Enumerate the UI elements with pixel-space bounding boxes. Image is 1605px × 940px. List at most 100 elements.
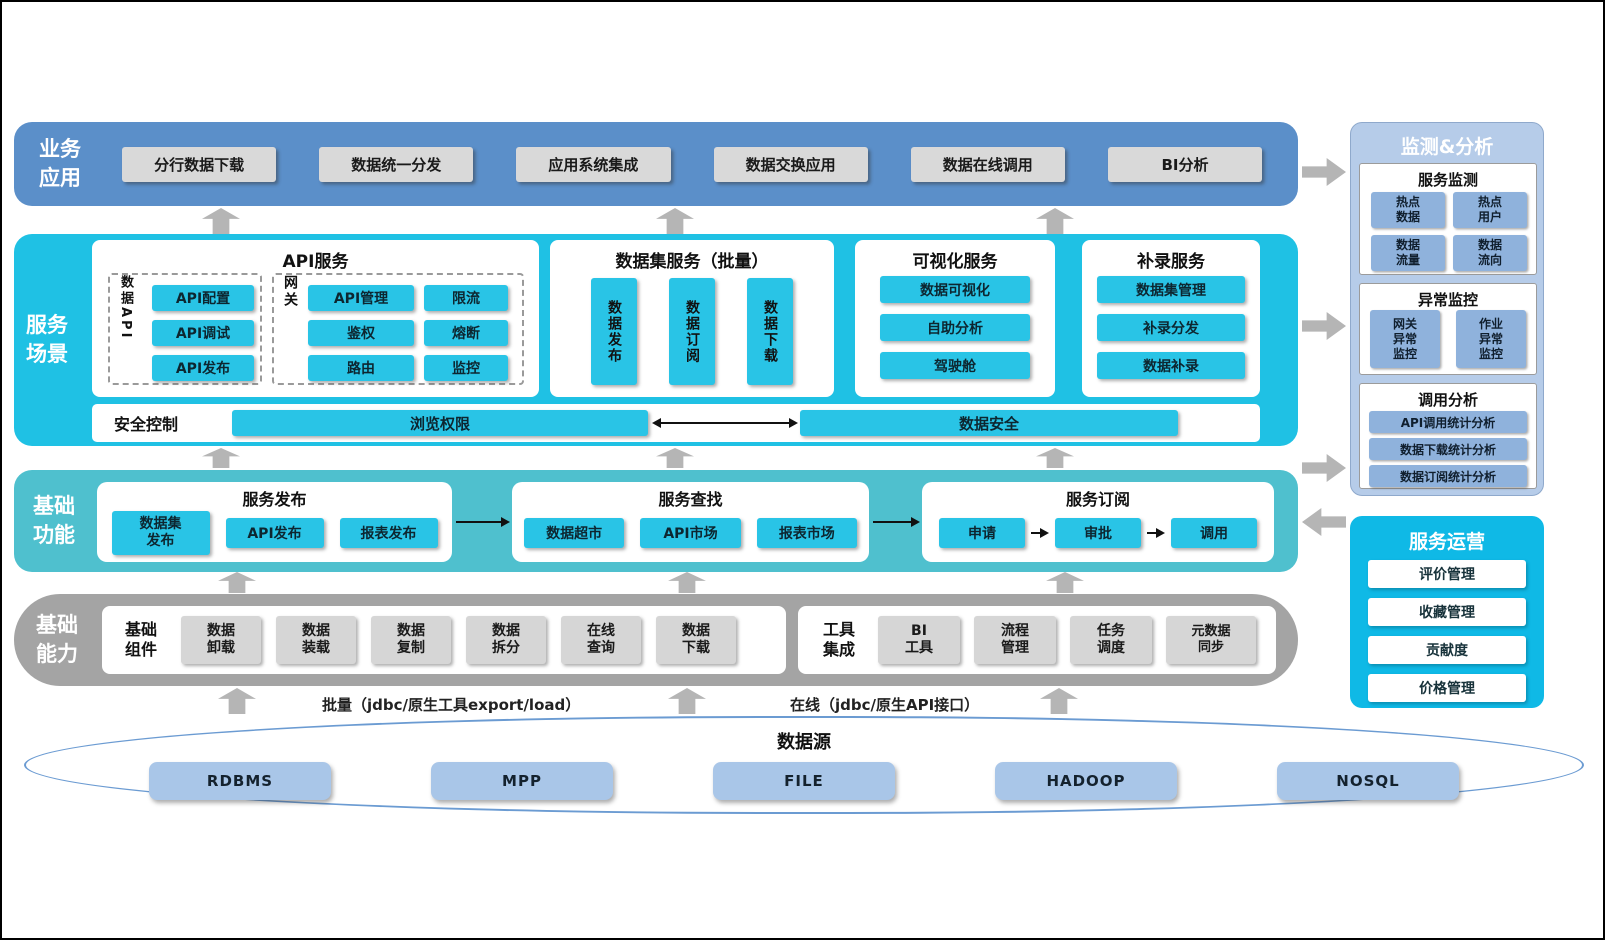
flow-arrow-publish-find xyxy=(456,516,510,528)
operation-panel: 服务运营 评价管理 收藏管理 贡献度 价格管理 xyxy=(1350,516,1544,708)
dataset-service-card: 数据集服务（批量） 数据发布 数据订阅 数据下载 xyxy=(550,240,834,397)
btn-app-system-integration[interactable]: 应用系统集成 xyxy=(516,147,671,182)
btn-data-load[interactable]: 数据 装载 xyxy=(276,616,356,664)
btn-evaluation-manage[interactable]: 评价管理 xyxy=(1368,560,1526,588)
btn-data-security[interactable]: 数据安全 xyxy=(800,410,1178,436)
btn-download-stats[interactable]: 数据下载统计分析 xyxy=(1369,438,1527,460)
btn-mpp[interactable]: MPP xyxy=(431,762,613,800)
btn-report-market[interactable]: 报表市场 xyxy=(756,518,857,548)
service-subscribe-card: 服务订阅 申请 审批 调用 xyxy=(922,482,1274,562)
btn-data-flow[interactable]: 数据 流向 xyxy=(1453,235,1527,271)
btn-api-call-stats[interactable]: API调用统计分析 xyxy=(1369,411,1527,433)
btn-approve[interactable]: 审批 xyxy=(1055,518,1141,548)
btn-data-exchange-app[interactable]: 数据交换应用 xyxy=(713,147,868,182)
arrowhead-right xyxy=(1156,528,1165,538)
btn-circuit-break[interactable]: 熔断 xyxy=(424,320,508,346)
btn-price-manage[interactable]: 价格管理 xyxy=(1368,674,1526,702)
btn-data-makeup[interactable]: 数据补录 xyxy=(1097,352,1245,379)
btn-api-debug[interactable]: API调试 xyxy=(152,320,254,346)
btn-data-unload[interactable]: 数据 卸载 xyxy=(181,616,261,664)
service-monitor-title: 服务监测 xyxy=(1417,171,1478,189)
basic-components-card: 基础 组件 数据 卸载 数据 装载 数据 复制 数据 拆分 在线 查询 数据 下… xyxy=(102,606,786,674)
arrow-line xyxy=(1147,532,1156,534)
btn-self-analysis[interactable]: 自助分析 xyxy=(880,314,1030,341)
btn-cockpit[interactable]: 驾驶舱 xyxy=(880,352,1030,379)
exception-monitor-title: 异常监控 xyxy=(1417,291,1478,309)
btn-contribution[interactable]: 贡献度 xyxy=(1368,636,1526,664)
service-publish-card: 服务发布 数据集 发布 API发布 报表发布 xyxy=(97,482,452,562)
btn-data-split[interactable]: 数据 拆分 xyxy=(466,616,546,664)
up-arrow xyxy=(202,448,240,468)
btn-browse-permission[interactable]: 浏览权限 xyxy=(232,410,648,436)
btn-online-query[interactable]: 在线 查询 xyxy=(561,616,641,664)
scene-layer: 服务 场景 API服务 数据API API配置 API调试 API发布 网关 A… xyxy=(14,234,1298,446)
arrow-line xyxy=(456,521,501,523)
btn-route[interactable]: 路由 xyxy=(308,355,414,381)
btn-api-market[interactable]: API市场 xyxy=(640,518,741,548)
btn-makeup-distribute[interactable]: 补录分发 xyxy=(1097,314,1245,341)
btn-data-copy[interactable]: 数据 复制 xyxy=(371,616,451,664)
arrowhead-right xyxy=(789,418,798,428)
up-arrow xyxy=(1046,572,1084,593)
tool-integration-label: 工具 集成 xyxy=(822,620,855,659)
btn-apply[interactable]: 申请 xyxy=(939,518,1025,548)
exception-monitor-box: 异常监控 网关 异常 监控 作业 异常 监控 xyxy=(1359,283,1537,375)
btn-data-visualization[interactable]: 数据可视化 xyxy=(880,276,1030,303)
btn-api-manage[interactable]: API管理 xyxy=(308,285,414,311)
btn-gateway-exception[interactable]: 网关 异常 监控 xyxy=(1370,310,1440,368)
arrow-line xyxy=(661,422,789,424)
btn-data-online-call[interactable]: 数据在线调用 xyxy=(910,147,1065,182)
btn-bi-tool[interactable]: BI 工具 xyxy=(878,616,960,664)
right-arrow-business-monitor xyxy=(1302,158,1346,186)
flow-arrow-apply-approve xyxy=(1031,528,1049,538)
btn-task-schedule[interactable]: 任务 调度 xyxy=(1070,616,1152,664)
btn-file[interactable]: FILE xyxy=(713,762,895,800)
security-control-label: 安全控制 xyxy=(114,415,179,434)
basic-func-layer-label: 基础 功能 xyxy=(33,493,75,547)
btn-data-mart[interactable]: 数据超市 xyxy=(524,518,625,548)
btn-monitor[interactable]: 监控 xyxy=(424,355,508,381)
business-layer-label: 业务 应用 xyxy=(39,136,81,190)
security-double-arrow xyxy=(652,417,798,429)
btn-hadoop[interactable]: HADOOP xyxy=(995,762,1177,800)
btn-data-subscribe-vert[interactable]: 数据订阅 xyxy=(669,278,715,385)
btn-hot-data[interactable]: 热点 数据 xyxy=(1371,192,1445,228)
data-api-label: 数据API xyxy=(118,275,133,341)
btn-api-config[interactable]: API配置 xyxy=(152,285,254,311)
btn-dataset-publish[interactable]: 数据集 发布 xyxy=(111,511,210,555)
btn-bi-analysis[interactable]: BI分析 xyxy=(1107,147,1263,182)
btn-report-publish[interactable]: 报表发布 xyxy=(339,518,438,548)
data-api-group: 数据API API配置 API调试 API发布 xyxy=(108,273,262,385)
btn-call[interactable]: 调用 xyxy=(1171,518,1257,548)
btn-rate-limit[interactable]: 限流 xyxy=(424,285,508,311)
arrow-line xyxy=(873,521,911,523)
business-buttons-row: 分行数据下载 数据统一分发 应用系统集成 数据交换应用 数据在线调用 BI分析 xyxy=(122,147,1263,182)
btn-data-download2[interactable]: 数据 下载 xyxy=(656,616,736,664)
up-arrow xyxy=(202,208,240,234)
btn-favorite-manage[interactable]: 收藏管理 xyxy=(1368,598,1526,626)
btn-dataset-manage[interactable]: 数据集管理 xyxy=(1097,276,1245,303)
btn-process-manage[interactable]: 流程 管理 xyxy=(974,616,1056,664)
monitor-panel: 监测&分析 服务监测 热点 数据 热点 用户 数据 流量 数据 流向 异常监控 … xyxy=(1350,122,1544,496)
btn-hot-users[interactable]: 热点 用户 xyxy=(1453,192,1527,228)
btn-branch-data-download[interactable]: 分行数据下载 xyxy=(122,147,277,182)
btn-subscribe-stats[interactable]: 数据订阅统计分析 xyxy=(1369,465,1527,487)
btn-data-unified-distribution[interactable]: 数据统一分发 xyxy=(319,147,474,182)
arrowhead-left xyxy=(652,418,661,428)
gateway-buttons: API管理 限流 鉴权 熔断 路由 监控 xyxy=(308,285,508,381)
up-arrow xyxy=(218,688,256,714)
btn-auth[interactable]: 鉴权 xyxy=(308,320,414,346)
btn-metadata-sync[interactable]: 元数据 同步 xyxy=(1166,616,1256,664)
btn-api-publish2[interactable]: API发布 xyxy=(225,518,324,548)
btn-rdbms[interactable]: RDBMS xyxy=(149,762,331,800)
btn-nosql[interactable]: NOSQL xyxy=(1277,762,1459,800)
btn-data-download-vert[interactable]: 数据下载 xyxy=(747,278,793,385)
btn-data-publish-vert[interactable]: 数据发布 xyxy=(591,278,637,385)
btn-job-exception[interactable]: 作业 异常 监控 xyxy=(1456,310,1526,368)
up-arrow xyxy=(656,208,694,234)
btn-api-publish[interactable]: API发布 xyxy=(152,355,254,381)
operation-buttons: 评价管理 收藏管理 贡献度 价格管理 xyxy=(1350,560,1544,702)
makeup-buttons: 数据集管理 补录分发 数据补录 xyxy=(1097,276,1245,379)
btn-data-traffic[interactable]: 数据 流量 xyxy=(1371,235,1445,271)
call-analysis-box: 调用分析 API调用统计分析 数据下载统计分析 数据订阅统计分析 xyxy=(1359,383,1537,489)
